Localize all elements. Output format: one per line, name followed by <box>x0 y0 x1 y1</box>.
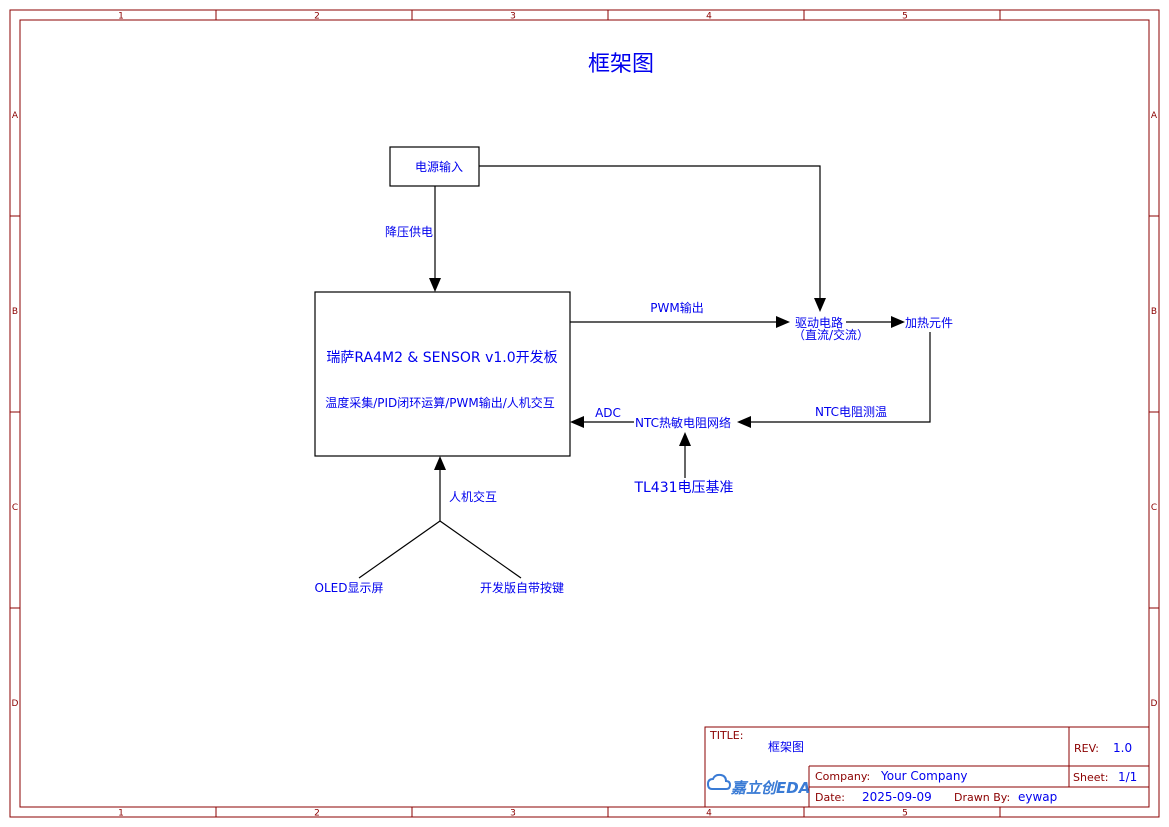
title-block: TITLE: 框架图 REV: 1.0 Company: Your Compan… <box>704 726 1150 808</box>
row-labels: A B C D A B C D <box>12 111 1158 709</box>
row-label-b-right: B <box>1151 307 1157 317</box>
mcu-board-functions: 温度采集/PID闭环运算/PWM输出/人机交互 <box>325 395 555 410</box>
row-label-b-left: B <box>12 307 18 317</box>
sheet-label: Sheet: <box>1073 771 1109 784</box>
pwm-label: PWM输出 <box>650 300 703 315</box>
pwm-arrowhead <box>776 316 790 328</box>
col-label-1-bottom: 1 <box>118 809 124 819</box>
oled-branch-wire <box>358 520 441 579</box>
col-label-3-top: 3 <box>510 12 516 22</box>
logo-text: 嘉立创EDA <box>730 779 810 797</box>
row-ticks <box>10 215 1159 609</box>
date-label: Date: <box>815 791 845 804</box>
oled-label: OLED显示屏 <box>315 581 384 595</box>
date-value: 2025-09-09 <box>862 790 932 804</box>
title-label: TITLE: <box>709 729 743 742</box>
row-label-c-left: C <box>12 503 18 513</box>
sheet-value: 1/1 <box>1118 770 1137 784</box>
col-label-4-bottom: 4 <box>706 809 712 819</box>
rev-label: REV: <box>1074 742 1099 755</box>
row-label-a-right: A <box>1151 111 1158 121</box>
col-label-2-bottom: 2 <box>314 809 320 819</box>
col-label-1-top: 1 <box>118 12 124 22</box>
column-ticks <box>215 10 1001 817</box>
power-to-driver-arrowhead <box>814 298 826 312</box>
col-label-3-bottom: 3 <box>510 809 516 819</box>
col-label-4-top: 4 <box>706 12 712 22</box>
column-labels: 1 2 3 4 5 1 2 3 4 5 <box>118 12 908 819</box>
col-label-5-top: 5 <box>902 12 908 22</box>
heater-label: 加热元件 <box>905 316 953 330</box>
hmi-label: 人机交互 <box>449 489 497 504</box>
ntc-measure-arrowhead <box>737 416 751 428</box>
title-value: 框架图 <box>768 740 804 754</box>
keys-label: 开发版自带按键 <box>480 580 564 595</box>
step-down-label: 降压供电 <box>385 225 433 239</box>
driver-to-heater-arrowhead <box>891 316 905 328</box>
col-label-2-top: 2 <box>314 12 320 22</box>
ntc-measure-wire <box>749 332 931 423</box>
adc-arrowhead <box>570 416 584 428</box>
ntc-measure-label: NTC电阻测温 <box>815 405 887 419</box>
tl431-label: TL431电压基准 <box>633 479 733 496</box>
driver-circuit-type-label: （直流/交流） <box>793 327 869 342</box>
step-down-arrowhead <box>429 278 441 292</box>
drawn-by-label: Drawn By: <box>954 791 1010 804</box>
eda-logo: 嘉立创EDA <box>706 773 810 797</box>
drawn-by-value: eywap <box>1018 790 1057 804</box>
tl431-arrowhead <box>679 432 691 446</box>
row-label-a-left: A <box>12 111 19 121</box>
company-value: Your Company <box>880 769 968 783</box>
adc-label: ADC <box>595 406 621 420</box>
col-label-5-bottom: 5 <box>902 809 908 819</box>
company-label: Company: <box>815 770 870 783</box>
inner-frame <box>19 19 1150 808</box>
mcu-board-title: 瑞萨RA4M2 & SENSOR v1.0开发板 <box>326 350 557 366</box>
power-to-driver-wire <box>479 165 821 300</box>
row-label-c-right: C <box>1151 503 1157 513</box>
keys-branch-wire <box>439 520 522 579</box>
row-label-d-right: D <box>1151 699 1158 709</box>
hmi-arrowhead <box>434 456 446 470</box>
rev-value: 1.0 <box>1113 741 1132 755</box>
outer-frame <box>9 9 1160 818</box>
row-label-d-left: D <box>12 699 19 709</box>
power-input-label: 电源输入 <box>415 159 463 174</box>
mcu-board-box <box>314 291 571 457</box>
sheet-title: 框架图 <box>588 52 654 77</box>
ntc-network-label: NTC热敏电阻网络 <box>635 415 731 430</box>
cloud-icon <box>706 773 732 790</box>
driver-circuit-label: 驱动电路 <box>795 315 843 330</box>
